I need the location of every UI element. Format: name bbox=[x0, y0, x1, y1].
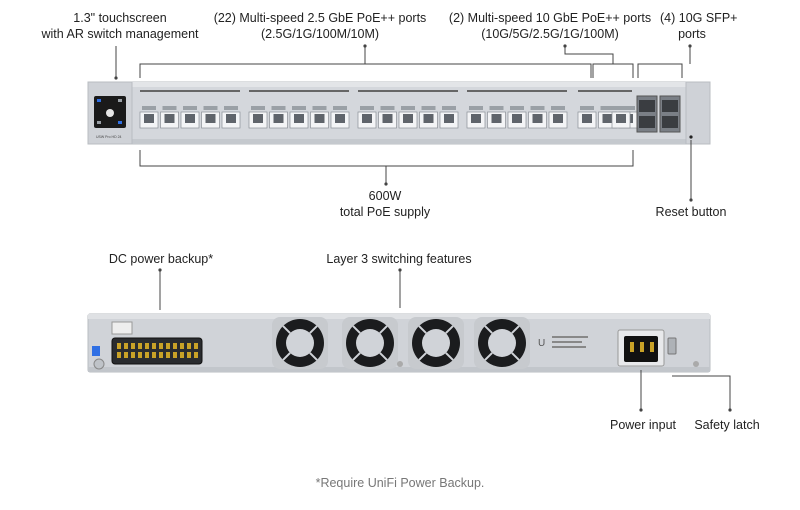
rj45-port[interactable] bbox=[180, 106, 200, 129]
front-panel: USW Pro HD 24 bbox=[87, 81, 711, 145]
ubiquiti-logo-icon: U bbox=[538, 338, 545, 349]
model-text: USW Pro HD 24 bbox=[96, 135, 122, 139]
rj45-port[interactable] bbox=[269, 106, 288, 129]
fan bbox=[408, 317, 464, 369]
rear-callouts bbox=[159, 270, 731, 410]
rj45-port[interactable] bbox=[398, 106, 418, 129]
rj45-port[interactable] bbox=[466, 106, 486, 129]
rj45-ports bbox=[139, 106, 638, 129]
fan bbox=[272, 317, 328, 369]
safety-latch-label: Safety latch bbox=[694, 418, 760, 432]
rj45-port[interactable] bbox=[221, 106, 241, 129]
rj45-port[interactable] bbox=[439, 106, 459, 129]
rj45-port[interactable] bbox=[357, 106, 377, 129]
ports-10g-label: (2) Multi-speed 10 GbE PoE++ ports (10G/… bbox=[448, 11, 652, 41]
rj45-port[interactable] bbox=[248, 106, 268, 129]
cooling-fans bbox=[272, 317, 530, 369]
ports-25g-label: (22) Multi-speed 2.5 GbE PoE++ ports (2.… bbox=[213, 11, 427, 41]
rj45-port[interactable] bbox=[201, 106, 220, 129]
reset-button[interactable] bbox=[689, 135, 693, 139]
rear-panel: U bbox=[87, 313, 711, 373]
fan bbox=[474, 317, 530, 369]
rj45-port[interactable] bbox=[139, 106, 159, 129]
rj45-port[interactable] bbox=[419, 106, 438, 129]
rj45-port[interactable] bbox=[611, 106, 631, 129]
touchscreen[interactable] bbox=[94, 96, 126, 128]
rj45-port[interactable] bbox=[160, 106, 179, 129]
front-callouts bbox=[115, 46, 692, 200]
rear-callout-dots bbox=[158, 268, 732, 412]
rj45-port[interactable] bbox=[330, 106, 350, 129]
rj45-port[interactable] bbox=[378, 106, 397, 129]
rj45-port[interactable] bbox=[528, 106, 547, 129]
touchscreen-label: 1.3" touchscreen with AR switch manageme… bbox=[41, 11, 199, 41]
rj45-port[interactable] bbox=[548, 106, 568, 129]
sfp-ports[interactable] bbox=[636, 95, 681, 133]
rj45-port[interactable] bbox=[577, 106, 597, 129]
front-callout-dots bbox=[114, 44, 693, 202]
safety-latch[interactable] bbox=[667, 337, 677, 355]
rj45-port[interactable] bbox=[507, 106, 527, 129]
power-input-label: Power input bbox=[609, 418, 676, 432]
poe-supply-label: 600W total PoE supply bbox=[339, 189, 431, 219]
rj45-port[interactable] bbox=[289, 106, 309, 129]
reset-label: Reset button bbox=[655, 205, 727, 219]
fan bbox=[342, 317, 398, 369]
power-inlet[interactable] bbox=[617, 329, 665, 367]
dc-backup-connector[interactable] bbox=[111, 337, 203, 365]
footnote: *Require UniFi Power Backup. bbox=[315, 476, 485, 490]
rj45-port[interactable] bbox=[310, 106, 329, 129]
dc-backup-label: DC power backup* bbox=[108, 252, 214, 266]
layer3-label: Layer 3 switching features bbox=[326, 252, 472, 266]
rj45-port[interactable] bbox=[487, 106, 506, 129]
